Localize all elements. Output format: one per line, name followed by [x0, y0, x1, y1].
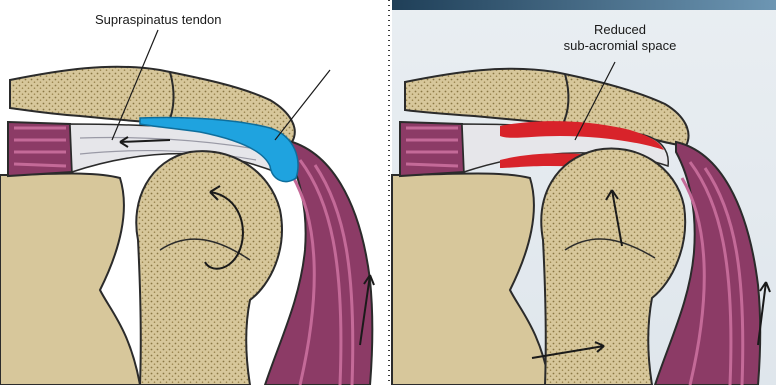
label-supraspinatus-tendon: Supraspinatus tendon [95, 12, 221, 27]
supraspinatus-muscle-right [400, 122, 464, 176]
supraspinatus-muscle [8, 122, 72, 176]
panel-top-bar [392, 0, 776, 10]
label-reduced: Reduced [594, 22, 646, 37]
panel-normal: Supraspinatus tendon [0, 0, 386, 385]
panel-impingement: Reduced sub-acromial space [392, 0, 776, 385]
label-sub-acromial-space: sub-acromial space [564, 38, 677, 53]
